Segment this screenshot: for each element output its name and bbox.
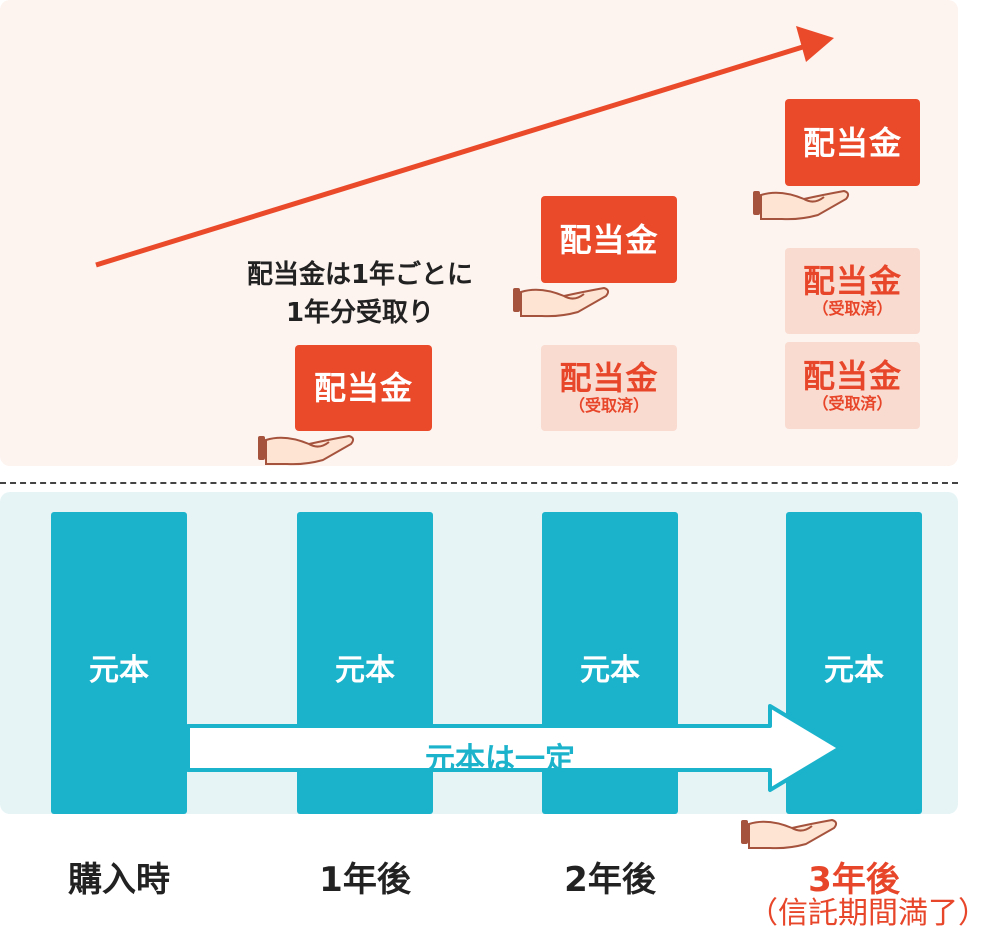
- time-label-year2: 2年後: [564, 860, 656, 900]
- principal-label: 元本: [824, 653, 884, 688]
- principal-label: 元本: [335, 653, 395, 688]
- principal-constant-label: 元本は一定: [425, 742, 575, 777]
- section-divider: [0, 482, 958, 484]
- time-label-purchase: 購入時: [68, 860, 170, 900]
- maturity-note: （信託期間満了）: [748, 896, 988, 931]
- received-dividend-box: 配当金 （受取済）: [541, 345, 677, 431]
- caption-line-1: 配当金は1年ごとに: [246, 260, 474, 290]
- caption-line-2: 1年分受取り: [285, 298, 435, 328]
- principal-bar-purchase: [51, 512, 187, 814]
- dividend-box-year3: 配当金: [785, 99, 920, 186]
- hand-icon: [258, 434, 355, 466]
- received-dividend-box: 配当金 （受取済）: [785, 342, 920, 429]
- principal-label: 元本: [89, 653, 149, 688]
- hand-icon: [753, 189, 850, 221]
- dividend-caption: 配当金は1年ごとに 1年分受取り: [205, 256, 515, 332]
- time-label-year1: 1年後: [319, 860, 411, 900]
- dividend-box-year2: 配当金: [541, 196, 677, 283]
- time-label-year3: 3年後: [808, 860, 900, 900]
- dividend-box-year1: 配当金: [295, 345, 432, 431]
- hand-icon: [513, 286, 610, 318]
- hand-icon: [741, 818, 838, 850]
- received-dividend-box: 配当金 （受取済）: [785, 248, 920, 334]
- principal-label: 元本: [580, 653, 640, 688]
